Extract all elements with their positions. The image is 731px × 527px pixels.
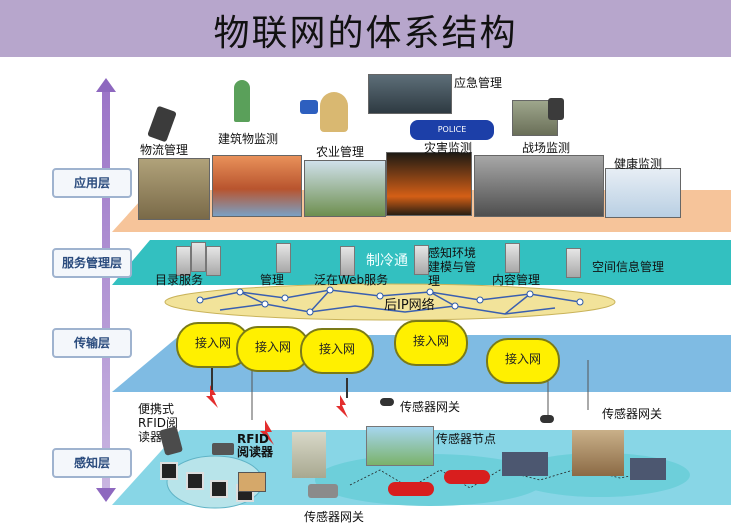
rfid-tag-icon [210, 480, 228, 498]
label-portable-rfid: 便携式RFID阅读器 [138, 402, 179, 444]
sensor-gateway-device [308, 484, 338, 498]
layer-label-application: 应用层 [52, 168, 132, 198]
layer-label-perception: 感知层 [52, 448, 132, 478]
server-icon [340, 246, 355, 276]
server-icon [276, 243, 291, 273]
car-icon [388, 482, 434, 496]
house-icon [502, 452, 548, 476]
signal-bolt [206, 385, 218, 408]
ip-nodes [196, 286, 584, 316]
label-building: 建筑物监测 [218, 132, 279, 146]
gateway-icon [380, 398, 394, 406]
access-net-cloud: 接入网 [236, 326, 310, 372]
logistics-photo [138, 158, 210, 220]
rfid-tag-icon [186, 472, 204, 490]
server-icon [566, 248, 581, 278]
emergency-photo [368, 74, 452, 114]
layer-label-transport: 传输层 [52, 328, 132, 358]
label-directory: 目录服务 [155, 273, 204, 287]
town-icon [572, 430, 624, 476]
label-sensor-node: 传感器节点 [436, 432, 497, 446]
field-photo [366, 426, 434, 466]
farm-photo [304, 160, 386, 217]
server-icon [176, 246, 191, 276]
label-post-ip: 后IP网络 [384, 298, 435, 313]
label-gateway-bottom: 传感器网关 [304, 510, 365, 524]
device-icon [300, 100, 318, 114]
access-net-cloud: 接入网 [300, 328, 374, 374]
building-icon [292, 432, 326, 478]
server-icon [505, 243, 520, 273]
sensor-field [315, 454, 545, 506]
post-ip-ellipse [164, 283, 616, 321]
label-content: 内容管理 [492, 273, 541, 287]
server-icon [206, 246, 221, 276]
signal-bolt [260, 420, 274, 445]
server-icon [191, 242, 206, 272]
label-health: 健康监测 [614, 157, 663, 171]
label-ubiquitous-web: 泛在Web服务 [314, 273, 389, 287]
layer-label-service: 服务管理层 [52, 248, 132, 278]
watermark: 制冷通 [366, 253, 408, 269]
signal-bolt [336, 395, 348, 418]
car-icon [444, 470, 490, 484]
rfid-reader-icon [212, 443, 234, 455]
label-gateway-right: 传感器网关 [602, 407, 663, 421]
house-icon [630, 458, 666, 480]
label-logistics: 物流管理 [140, 143, 189, 157]
label-emergency: 应急管理 [454, 76, 503, 90]
handheld-icon [548, 98, 564, 120]
label-management: 管理 [260, 273, 285, 287]
rfid-tag-icon [160, 462, 178, 480]
label-battlefield: 战场监测 [522, 141, 571, 155]
label-gateway-top: 传感器网关 [400, 400, 461, 414]
battlefield-photo [474, 155, 604, 217]
health-photo [605, 168, 681, 218]
title-band [0, 0, 731, 57]
police-car-icon: POLICE [410, 120, 494, 140]
label-agriculture: 农业管理 [316, 145, 365, 159]
arrow-down-icon [96, 488, 116, 502]
label-rfid-reader: RFID阅读器 [237, 432, 274, 459]
page-title: 物联网的体系结构 [213, 13, 518, 54]
label-disaster: 灾害监测 [424, 141, 473, 155]
bridge-photo [212, 155, 302, 217]
label-spatial: 空间信息管理 [592, 260, 665, 274]
rfid-photo [238, 472, 266, 492]
fire-photo [386, 152, 472, 216]
gateway-icon [540, 415, 554, 423]
arrow-up-icon [96, 78, 116, 92]
layer-axis [102, 88, 110, 492]
label-sensing-env: 感知环境建模与管理 [428, 246, 477, 288]
access-net-cloud: 接入网 [486, 338, 560, 384]
access-net-cloud: 接入网 [394, 320, 468, 366]
server-icon [414, 245, 429, 275]
farmer-icon [320, 92, 348, 132]
worker-icon [234, 80, 250, 122]
